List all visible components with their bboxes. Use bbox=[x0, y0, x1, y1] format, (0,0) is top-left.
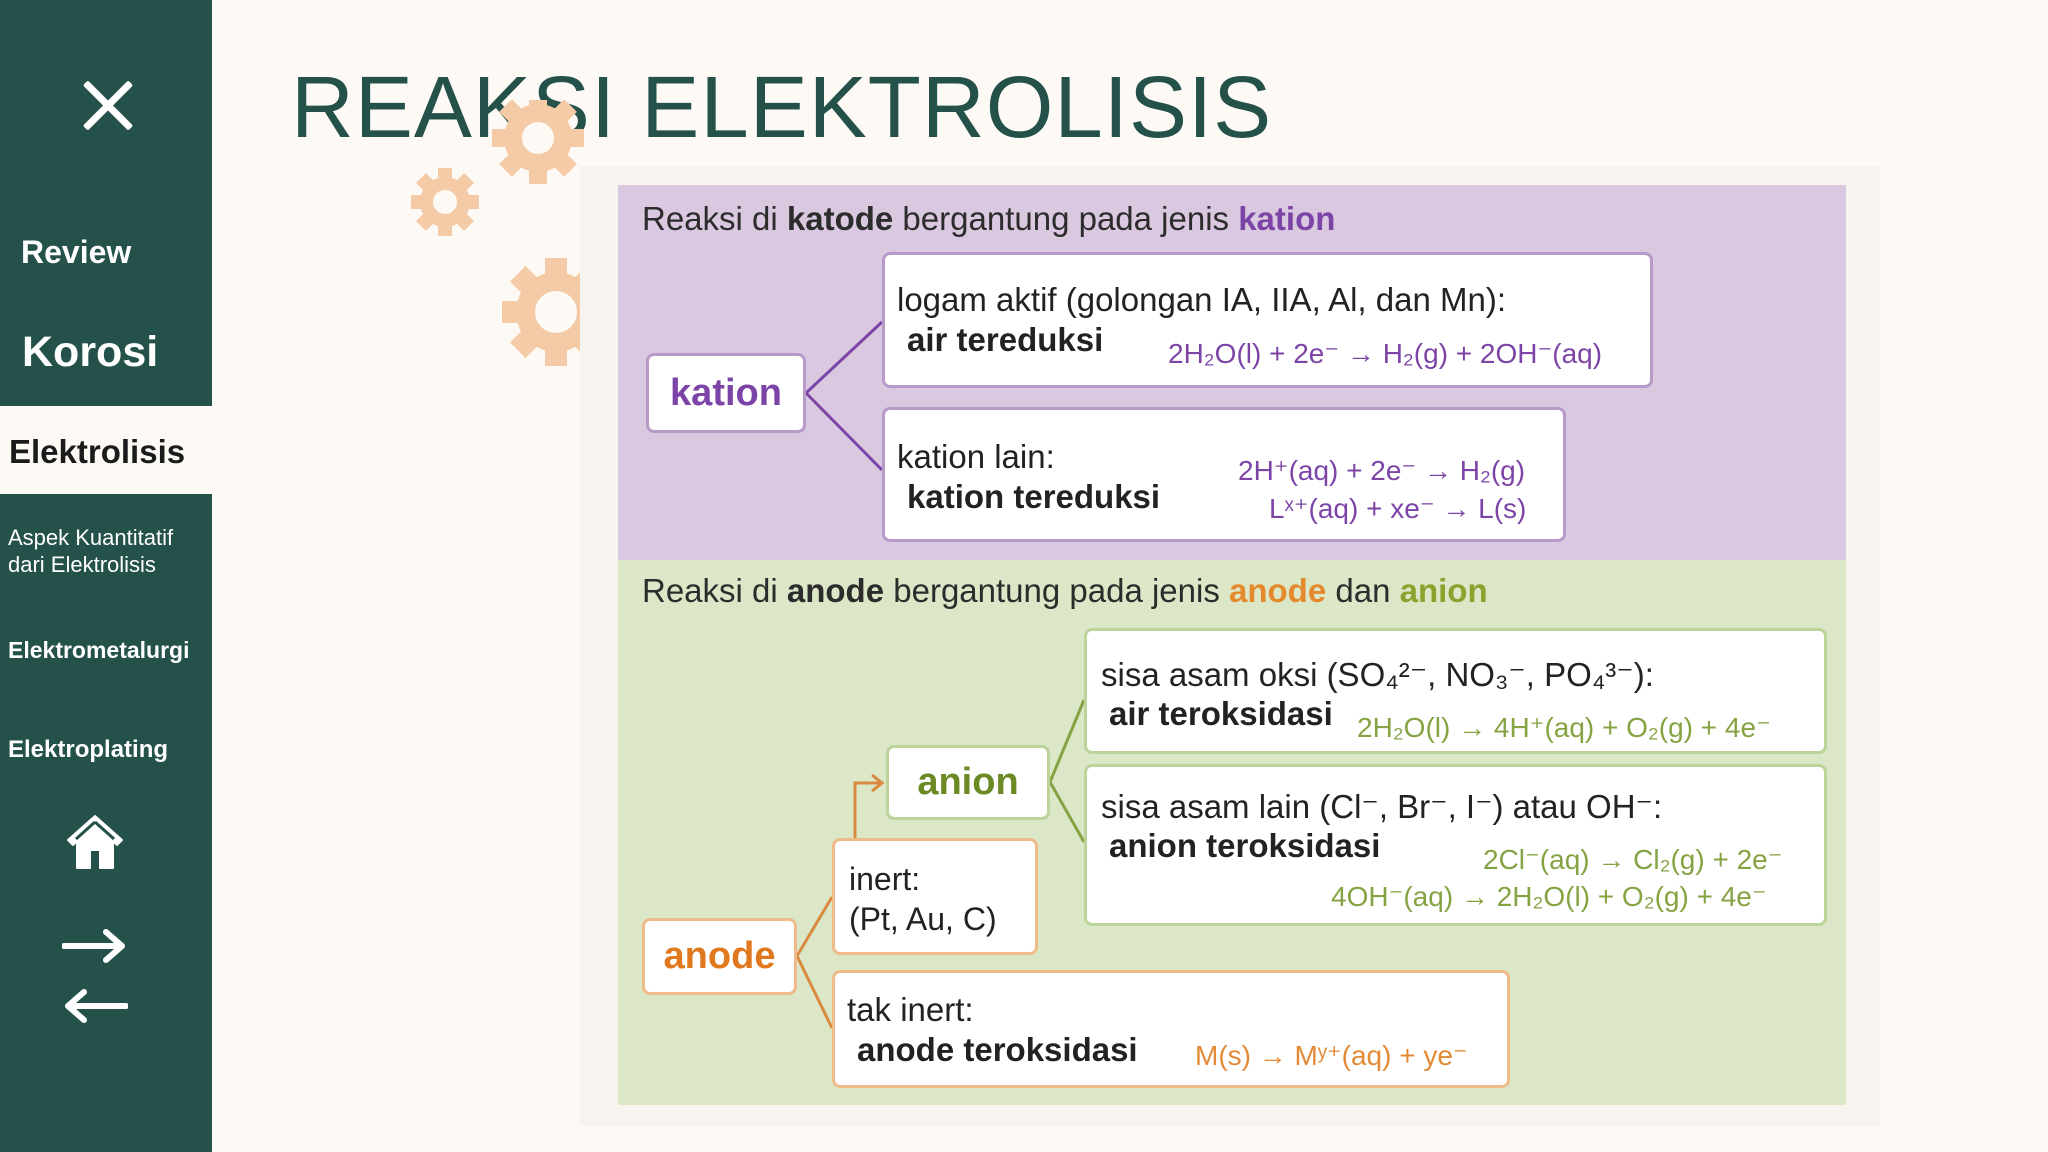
sidebar-item-label: dari Elektrolisis bbox=[8, 552, 156, 577]
box-text: logam aktif (golongan IA, IIA, Al, dan M… bbox=[897, 281, 1506, 318]
equation: Lˣ⁺(aq) + xe⁻ → L(s) bbox=[1269, 493, 1527, 524]
box-text: (Pt, Au, C) bbox=[849, 901, 997, 937]
swap-arrows-icon[interactable] bbox=[62, 924, 128, 1024]
anion-node: anion bbox=[886, 745, 1050, 820]
box-text-bold: air tereduksi bbox=[907, 321, 1104, 358]
equation: 2H⁺(aq) + 2e⁻ → H₂(g) bbox=[1238, 455, 1526, 486]
logam-aktif-box: logam aktif (golongan IA, IIA, Al, dan M… bbox=[882, 252, 1653, 388]
box-text-bold: air teroksidasi bbox=[1109, 695, 1333, 732]
inert-node: inert: (Pt, Au, C) bbox=[832, 838, 1038, 955]
sidebar-item-review[interactable]: Review bbox=[21, 234, 132, 270]
box-text: tak inert: bbox=[847, 991, 974, 1028]
sidebar-item-elektroplating[interactable]: Elektroplating bbox=[8, 736, 169, 763]
katode-heading: Reaksi di katode bergantung pada jenis k… bbox=[642, 200, 1336, 237]
sisa-asam-oksi-box: sisa asam oksi (SO₄²⁻, NO₃⁻, PO₄³⁻): air… bbox=[1084, 628, 1827, 754]
sidebar-bottom-band bbox=[0, 494, 212, 1152]
close-icon[interactable] bbox=[72, 70, 144, 142]
sidebar-item-aspek-kuantitatif[interactable]: Aspek Kuantitatif dari Elektrolisis bbox=[8, 524, 208, 578]
home-icon[interactable] bbox=[64, 812, 126, 872]
anode-heading: Reaksi di anode bergantung pada jenis an… bbox=[642, 572, 1488, 609]
equation: 2H₂O(l) → 4H⁺(aq) + O₂(g) + 4e⁻ bbox=[1357, 712, 1771, 743]
box-text: sisa asam oksi (SO₄²⁻, NO₃⁻, PO₄³⁻): bbox=[1101, 656, 1654, 693]
equation: 2Cl⁻(aq) → Cl₂(g) + 2e⁻ bbox=[1483, 844, 1783, 875]
sisa-asam-lain-box: sisa asam lain (Cl⁻, Br⁻, I⁻) atau OH⁻: … bbox=[1084, 764, 1827, 926]
sidebar bbox=[0, 0, 212, 1152]
sidebar-item-elektrolisis[interactable]: Elektrolisis bbox=[9, 433, 186, 470]
equation: 4OH⁻(aq) → 2H₂O(l) + O₂(g) + 4e⁻ bbox=[1331, 881, 1767, 912]
sidebar-active-highlight bbox=[0, 406, 212, 494]
sidebar-top-band bbox=[0, 0, 212, 406]
sidebar-item-elektrometalurgi[interactable]: Elektrometalurgi bbox=[8, 637, 190, 663]
box-text-bold: kation tereduksi bbox=[907, 478, 1161, 515]
equation: M(s) → Mʸ⁺(aq) + ye⁻ bbox=[1195, 1040, 1468, 1071]
box-text-bold: anode teroksidasi bbox=[857, 1031, 1138, 1068]
kation-node: kation bbox=[646, 353, 806, 433]
gears-decoration-icon bbox=[411, 100, 600, 366]
equation: 2H₂O(l) + 2e⁻ → H₂(g) + 2OH⁻(aq) bbox=[1168, 338, 1603, 369]
box-text: sisa asam lain (Cl⁻, Br⁻, I⁻) atau OH⁻: bbox=[1101, 788, 1663, 825]
sidebar-item-korosi[interactable]: Korosi bbox=[22, 328, 159, 376]
page-title: REAKSI ELEKTROLISIS bbox=[291, 59, 1273, 156]
anode-node: anode bbox=[642, 918, 797, 995]
kation-lain-box: kation lain: kation tereduksi 2H⁺(aq) + … bbox=[882, 407, 1566, 542]
box-text: kation lain: bbox=[897, 438, 1055, 475]
box-text: inert: bbox=[849, 861, 921, 897]
sidebar-item-label: Aspek Kuantitatif bbox=[8, 525, 174, 550]
tak-inert-box: tak inert: anode teroksidasi M(s) → Mʸ⁺(… bbox=[832, 970, 1510, 1088]
box-text-bold: anion teroksidasi bbox=[1109, 827, 1381, 864]
